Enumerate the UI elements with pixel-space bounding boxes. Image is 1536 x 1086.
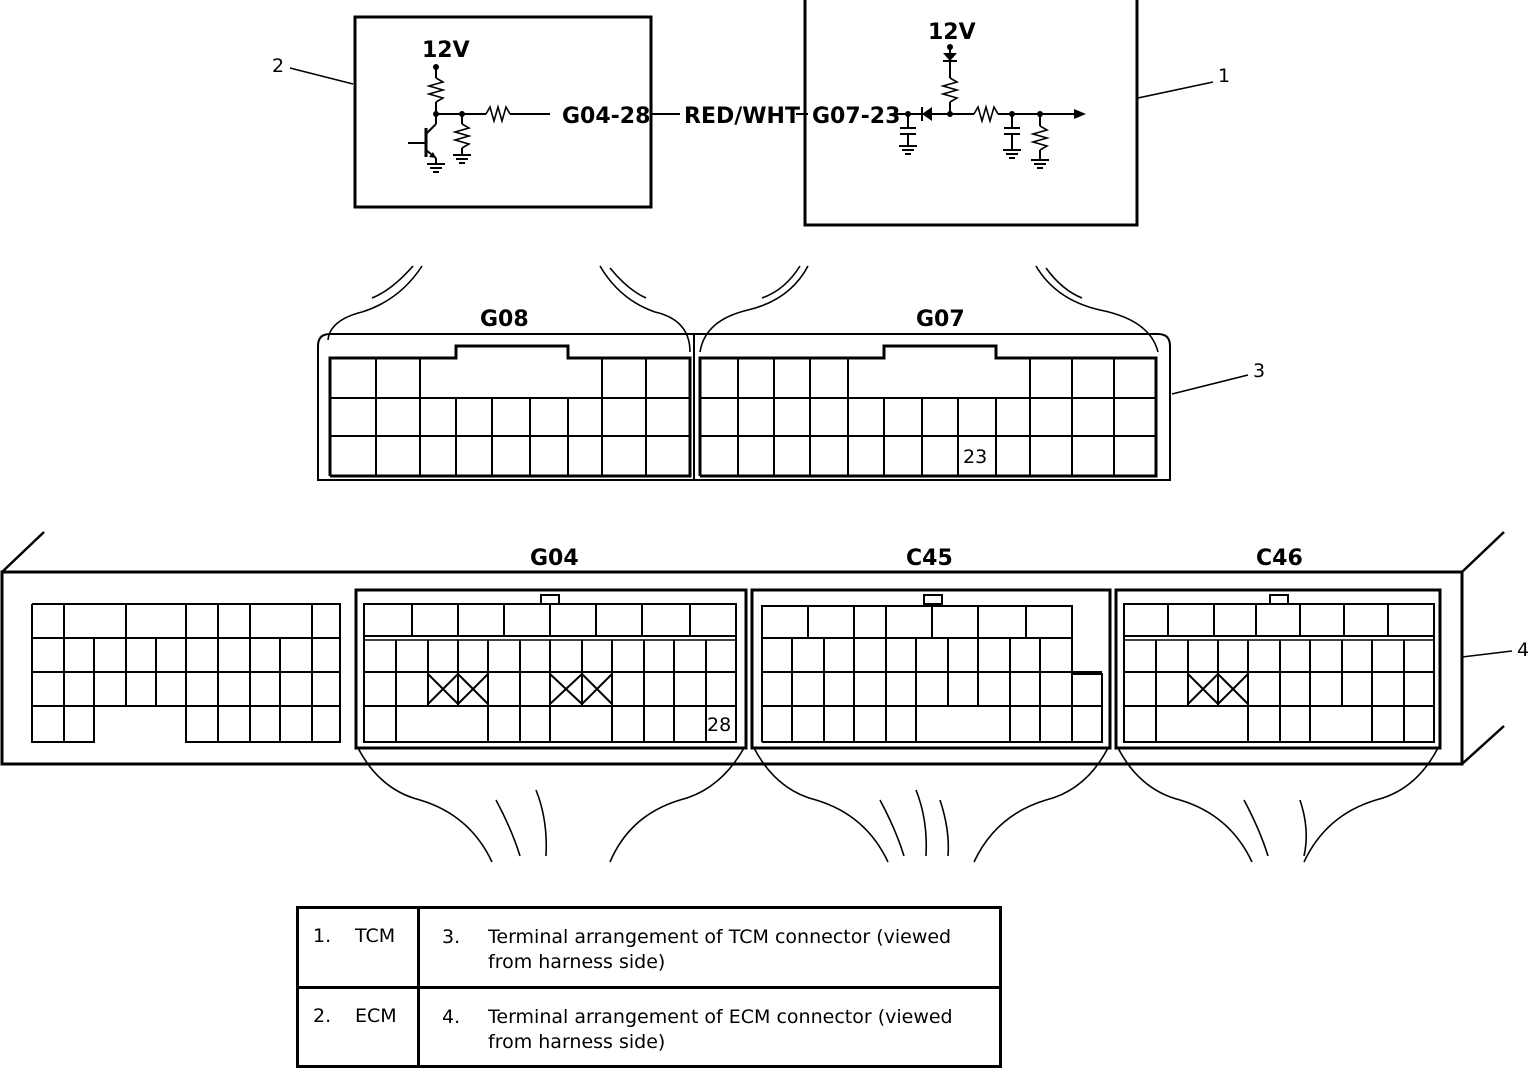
legend-description: Terminal arrangement of TCM connector (v… [488,926,952,973]
legend-number: 1. [313,925,332,947]
connector-label-c45: C45 [906,546,953,571]
leader-line [1137,81,1214,99]
wire-color-label: RED/WHT [684,104,800,129]
terminal-number-28: 28 [707,714,731,736]
legend-number: 2. [313,1004,332,1027]
connector-label-g07: G07 [916,307,965,332]
ecm-connector-illustration: G04 28 C45 [0,531,1505,863]
connector-label-g08: G08 [480,307,529,332]
legend-name: TCM [355,925,396,947]
callout-number: 1 [1218,65,1230,87]
tcm-schematic-box: 12V [803,0,1139,227]
legend-number: 3. [442,926,461,948]
connector-label-g04: G04 [530,546,579,571]
ecm-terminal-label: G04-28 [562,104,650,129]
leader-line [1171,374,1249,395]
leader-line [289,67,354,85]
tcm-connector-illustration: G08 G07 23 [317,265,1171,481]
leader-line [1461,650,1513,658]
connector-label-c46: C46 [1256,546,1303,571]
legend-row: 1. TCM 3. Terminal arrangement of TCM co… [296,906,1002,989]
callout-number: 2 [272,55,284,77]
legend-row: 2. ECM 4. Terminal arrangement of ECM co… [296,985,1002,1068]
legend-number: 4. [442,1005,461,1028]
ecm-schematic-box: 12V [353,15,653,209]
legend-name: ECM [355,1004,397,1027]
terminal-number-23: 23 [963,446,987,468]
callout-number: 3 [1253,360,1265,382]
tcm-voltage-label: 12V [928,20,976,45]
callout-number: 4 [1517,639,1529,661]
tcm-terminal-label: G07-23 [812,104,900,129]
ecm-voltage-label: 12V [422,38,470,63]
legend-description: Terminal arrangement of ECM connector (v… [488,1005,953,1053]
legend-table: 1. TCM 3. Terminal arrangement of TCM co… [296,906,1002,1068]
